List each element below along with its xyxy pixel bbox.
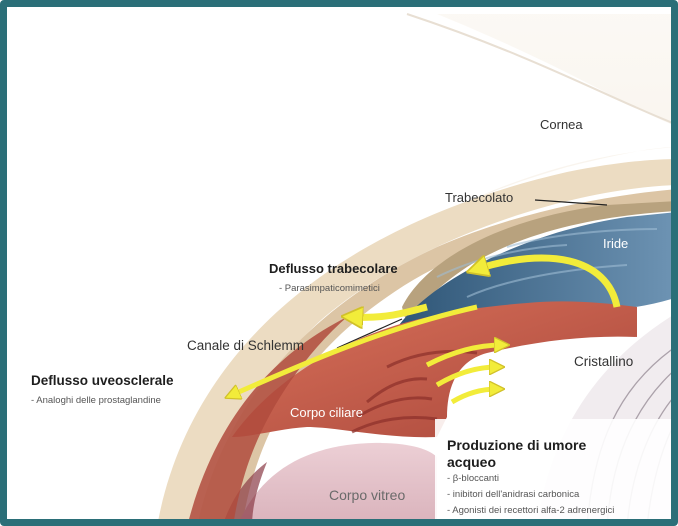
iride-label: Iride xyxy=(603,236,628,251)
cristallino-label: Cristallino xyxy=(574,354,633,369)
deflusso-uveosclerale-title: Deflusso uveosclerale xyxy=(31,373,174,388)
production-drug-1: - β-bloccanti xyxy=(447,473,499,484)
production-drug-3: - Agonisti dei recettori alfa-2 adrenerg… xyxy=(447,505,614,516)
production-drug-2: - inibitori dell'anidrasi carbonica xyxy=(447,489,579,500)
deflusso-uveosclerale-drug: - Analoghi delle prostaglandine xyxy=(31,395,161,406)
canale-schlemm-label: Canale di Schlemm xyxy=(187,338,304,353)
vitreous-shape xyxy=(237,443,437,526)
corpo-vitreo-label: Corpo vitreo xyxy=(329,487,405,503)
produzione-umore-title-1: Produzione di umore xyxy=(447,437,586,453)
cornea-label: Cornea xyxy=(540,117,583,132)
corpo-ciliare-label: Corpo ciliare xyxy=(290,405,363,420)
deflusso-trabecolare-title: Deflusso trabecolare xyxy=(269,261,398,276)
trabecolato-label: Trabecolato xyxy=(445,190,513,205)
deflusso-trabecolare-drug: - Parasimpaticomimetici xyxy=(279,283,380,294)
produzione-umore-title-2: acqueo xyxy=(447,454,496,470)
